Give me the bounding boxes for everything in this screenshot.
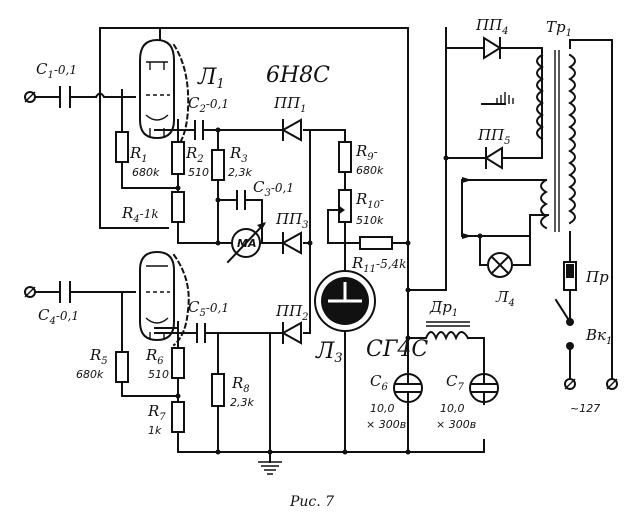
c6-value: 10,0: [370, 402, 395, 415]
capacitor-c2: [194, 120, 204, 140]
choke-dr1: [424, 321, 470, 341]
r7-value: 1k: [148, 424, 162, 437]
resistor-r3: [211, 149, 225, 181]
c7-voltage: × 300в: [436, 418, 476, 431]
r1-value: 680k: [132, 166, 160, 179]
r5-label: R5: [89, 346, 108, 367]
r8-label: R8: [231, 374, 250, 395]
capacitor-c5: [196, 323, 206, 343]
pp1-label: ПП1: [273, 94, 307, 115]
meter-label: МА: [237, 237, 256, 250]
r6-value: 510: [148, 368, 169, 381]
resistor-r10: [329, 189, 352, 223]
resistor-r4: [171, 191, 185, 223]
tube-l1-label: Л1: [197, 65, 225, 92]
resistor-r8: [211, 373, 225, 407]
r10-label: R10-: [355, 190, 384, 211]
r9-label: R9-: [355, 142, 378, 163]
r2-value: 510: [188, 166, 209, 179]
power-switch: [554, 298, 574, 350]
pp5-label: ПП5: [477, 126, 511, 147]
r1-label: R1: [129, 144, 148, 165]
c2-label: C2-0,1: [188, 94, 229, 115]
diode-pp5: [484, 146, 503, 170]
mains-terminal-right: [606, 378, 618, 390]
capacitor-c6: [393, 371, 423, 405]
c7-value: 10,0: [440, 402, 465, 415]
resistor-r9: [338, 141, 352, 173]
input-terminal-2: [24, 286, 36, 298]
main-wiring: [33, 27, 613, 463]
r7-label: R7: [147, 402, 166, 423]
resistor-r1: [115, 131, 129, 163]
diode-pp4: [483, 36, 502, 60]
r6-label: R6: [145, 346, 164, 367]
stabilizer-tube: [314, 270, 376, 332]
diode-pp1: [280, 118, 302, 142]
tube-l1-upper-triode: [139, 38, 175, 140]
pilot-lamp-l4: [487, 252, 513, 278]
tube-l1-lower-triode: [139, 250, 190, 347]
capacitor-c7: [469, 371, 499, 405]
capacitor-c3: [236, 190, 246, 210]
resistor-r6: [171, 347, 185, 379]
resistor-r7: [171, 401, 185, 433]
tube-l1-type: 6Н8С: [266, 63, 330, 88]
stabilizer-label: Л3: [315, 339, 343, 366]
c5-label: C5-0,1: [188, 298, 229, 319]
ground-symbol: [258, 461, 282, 475]
r10-value: 510k: [356, 214, 384, 227]
diode-pp2: [280, 321, 302, 345]
resistor-r2: [171, 141, 185, 175]
r2-label: R2: [185, 144, 204, 165]
stabilizer-type: СГ4С: [366, 337, 428, 362]
capacitor-c4: [59, 281, 71, 303]
chassis-ground-symbol: [481, 92, 514, 105]
fuse-label: Пр: [585, 268, 609, 286]
mains-label: ~127: [570, 402, 600, 415]
junction-dots: [175, 127, 483, 455]
r3-value: 2,3k: [228, 166, 252, 179]
transformer-tr1: [462, 50, 576, 239]
c6-label: C6: [370, 372, 388, 393]
resistor-r11: [359, 236, 393, 250]
r11-label: R11-5,4k: [351, 254, 406, 275]
choke-label: Др1: [429, 298, 458, 319]
transformer-label: Тр1: [546, 18, 572, 39]
pp2-label: ПП2: [275, 302, 309, 323]
r3-label: R3: [229, 144, 248, 165]
r4-label: R4-1k: [121, 204, 159, 225]
milliammeter: [226, 222, 266, 264]
diode-pp3: [280, 231, 302, 255]
tube-l1-dashed-shell: [172, 43, 190, 152]
input-terminal-1: [24, 91, 36, 103]
switch-label: Вк1: [585, 326, 612, 347]
r5-value: 680k: [76, 368, 104, 381]
mains-terminal-left: [564, 378, 576, 390]
resistor-r5: [115, 351, 129, 383]
pp4-label: ПП4: [475, 16, 509, 37]
r9-value: 680k: [356, 164, 384, 177]
r8-value: 2,3k: [230, 396, 254, 409]
figure-caption: Рис. 7: [289, 494, 334, 510]
capacitor-c1: [59, 86, 71, 108]
c7-label: C7: [446, 372, 464, 393]
c6-voltage: × 300в: [366, 418, 406, 431]
c3-label: C3-0,1: [253, 178, 294, 199]
pp3-label: ПП3: [275, 210, 309, 231]
lamp-label: Л4: [495, 288, 515, 309]
c4-label: C4-0,1: [38, 306, 79, 327]
fuse: [563, 261, 577, 291]
c1-label: C1-0,1: [36, 60, 77, 81]
